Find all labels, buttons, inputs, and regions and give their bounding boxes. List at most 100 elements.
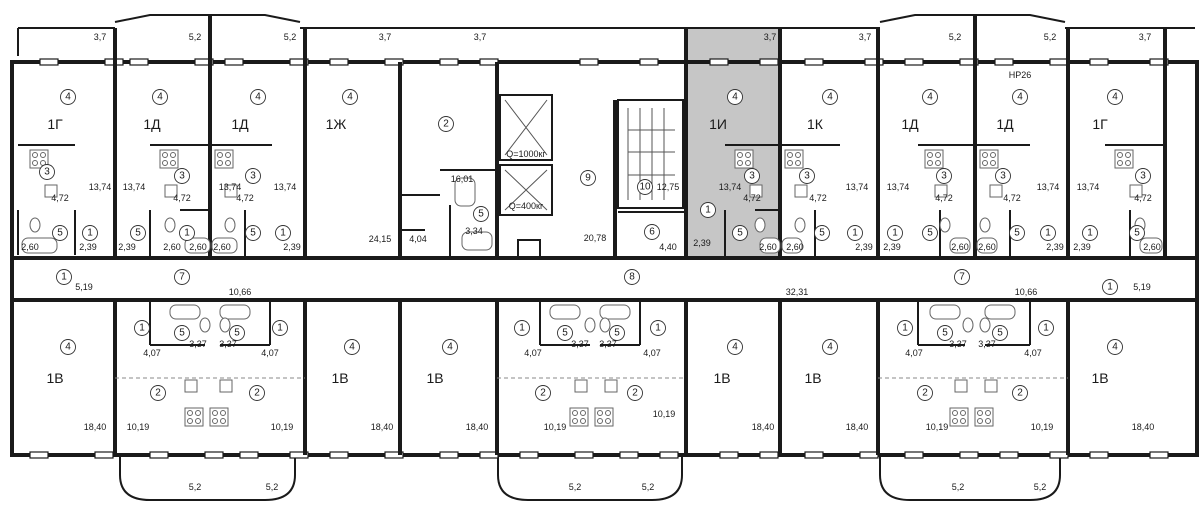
window [1089, 58, 1109, 66]
room-number: 4 [65, 342, 71, 353]
dimension-label: 5,2 [949, 32, 962, 42]
room-number: 5 [942, 328, 948, 339]
area-label: 2,60 [213, 242, 231, 252]
burner [985, 418, 991, 424]
window [39, 58, 59, 66]
room-number: 1 [87, 228, 93, 239]
burner [927, 152, 933, 158]
dimension-label: 5,2 [952, 482, 965, 492]
room-number-circle [1107, 89, 1123, 105]
window [129, 58, 149, 66]
burner [32, 160, 38, 166]
area-label: 2,39 [283, 242, 301, 252]
room-number: 5 [135, 228, 141, 239]
area-label: 4,72 [809, 193, 827, 203]
burner [985, 410, 991, 416]
room-number: 2 [254, 388, 260, 399]
area-label: 18,40 [752, 422, 775, 432]
room-number: 4 [1112, 342, 1118, 353]
room-number-circle [992, 325, 1008, 341]
room-number-circle [60, 89, 76, 105]
room-number-circle [822, 89, 838, 105]
window [439, 58, 459, 66]
area-label: 13,74 [887, 182, 910, 192]
window [329, 451, 349, 459]
room-number: 5 [819, 228, 825, 239]
room-number-circle [56, 269, 72, 285]
room-number-circle [644, 224, 660, 240]
room-number: 5 [737, 228, 743, 239]
room-number-circle [152, 89, 168, 105]
room-number: 1 [139, 323, 145, 334]
area-label: 10,66 [229, 287, 252, 297]
sink [989, 184, 1003, 198]
bathtub [461, 231, 493, 251]
apartment-code: 1В [46, 370, 63, 386]
stove [209, 407, 229, 427]
window [574, 451, 594, 459]
room-number: 5 [1014, 228, 1020, 239]
room-number: 4 [1017, 92, 1023, 103]
room-number: 6 [649, 227, 655, 238]
room-number: 5 [927, 228, 933, 239]
burner [212, 410, 218, 416]
bathtub [759, 237, 781, 254]
area-label: 18,40 [371, 422, 394, 432]
area-label: 13,74 [846, 182, 869, 192]
window [804, 451, 824, 459]
room-number: 9 [585, 173, 591, 184]
room-number: 5 [57, 228, 63, 239]
room-number: 1 [902, 323, 908, 334]
area-label: 13,74 [1077, 182, 1100, 192]
window [94, 451, 114, 459]
area-label: 13,74 [219, 182, 242, 192]
window [204, 451, 224, 459]
burner [32, 152, 38, 158]
area-label: 10,19 [926, 422, 949, 432]
room-number: 4 [157, 92, 163, 103]
burner [787, 160, 793, 166]
burner [217, 160, 223, 166]
room-number: 1 [705, 205, 711, 216]
window [639, 58, 659, 66]
burner [605, 418, 611, 424]
room-number-circle [342, 89, 358, 105]
room-number-circle [954, 269, 970, 285]
room-number-circle [535, 385, 551, 401]
room-number-circle [1082, 225, 1098, 241]
area-label: 2,60 [163, 242, 181, 252]
burner [572, 418, 578, 424]
apartment-code: 1В [804, 370, 821, 386]
apartment-code: 1Д [996, 116, 1014, 132]
burner [960, 410, 966, 416]
stove [974, 407, 994, 427]
window [999, 451, 1019, 459]
room-number: 10 [639, 182, 651, 193]
room-number: 4 [65, 92, 71, 103]
dimension-label: 5,2 [189, 32, 202, 42]
room-number-circle [732, 225, 748, 241]
room-number-circle [1009, 225, 1025, 241]
apartment-code: 1В [331, 370, 348, 386]
room-number: 7 [959, 272, 965, 283]
burner [927, 160, 933, 166]
room-number-circle [1135, 168, 1151, 184]
bathtub [219, 304, 251, 320]
toilet [979, 317, 991, 333]
window [1089, 451, 1109, 459]
room-number: 2 [443, 119, 449, 130]
room-number-circle [847, 225, 863, 241]
room-number-circle [1107, 339, 1123, 355]
area-label: 10,19 [271, 422, 294, 432]
area-label: 3,37 [949, 339, 967, 349]
window [1049, 451, 1069, 459]
stamp-mark: HP26 [1009, 70, 1032, 80]
room-number-circle [814, 225, 830, 241]
window [289, 451, 309, 459]
room-number-circle [174, 269, 190, 285]
room-number: 2 [540, 388, 546, 399]
area-label: 18,40 [846, 422, 869, 432]
window [239, 451, 259, 459]
window [619, 451, 639, 459]
stove [979, 149, 999, 169]
